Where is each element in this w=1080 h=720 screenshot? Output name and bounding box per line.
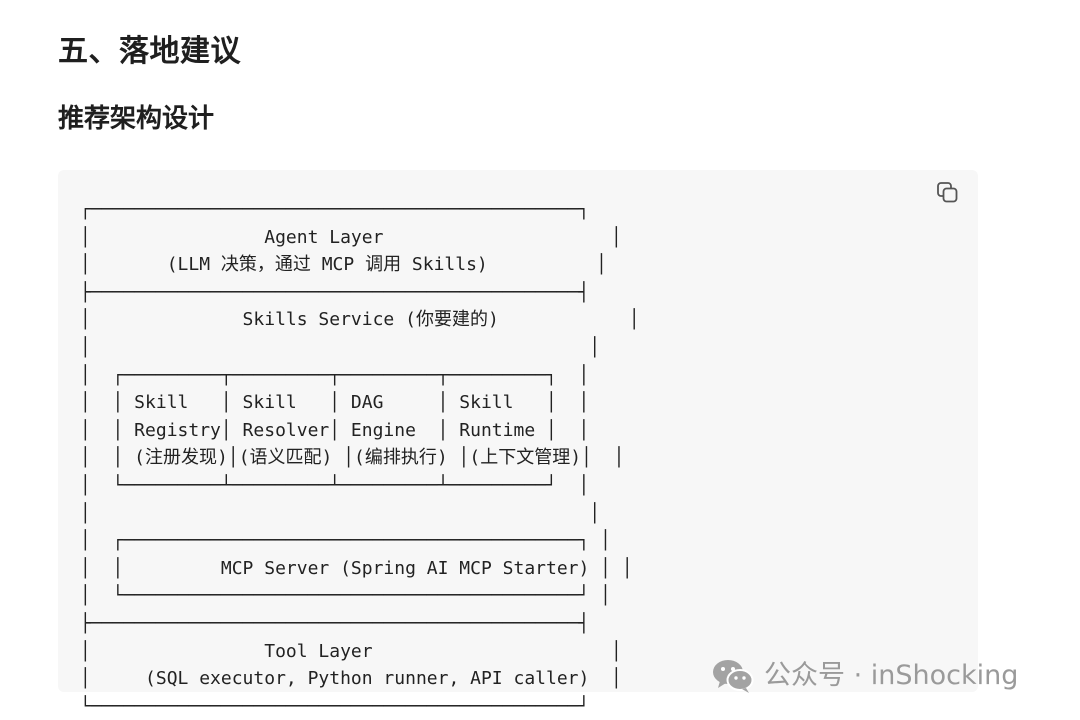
copy-icon: [937, 182, 958, 203]
wechat-icon: [713, 660, 754, 693]
watermark: 公众号 · inShocking: [712, 656, 1018, 696]
architecture-diagram-code: ┌───────────────────────────────────────…: [80, 199, 640, 717]
section-heading: 五、落地建议: [58, 34, 241, 69]
code-block: [58, 170, 978, 692]
copy-button[interactable]: [935, 180, 961, 206]
watermark-text: 公众号 · inShocking: [764, 660, 1019, 691]
subsection-heading: 推荐架构设计: [58, 104, 215, 134]
